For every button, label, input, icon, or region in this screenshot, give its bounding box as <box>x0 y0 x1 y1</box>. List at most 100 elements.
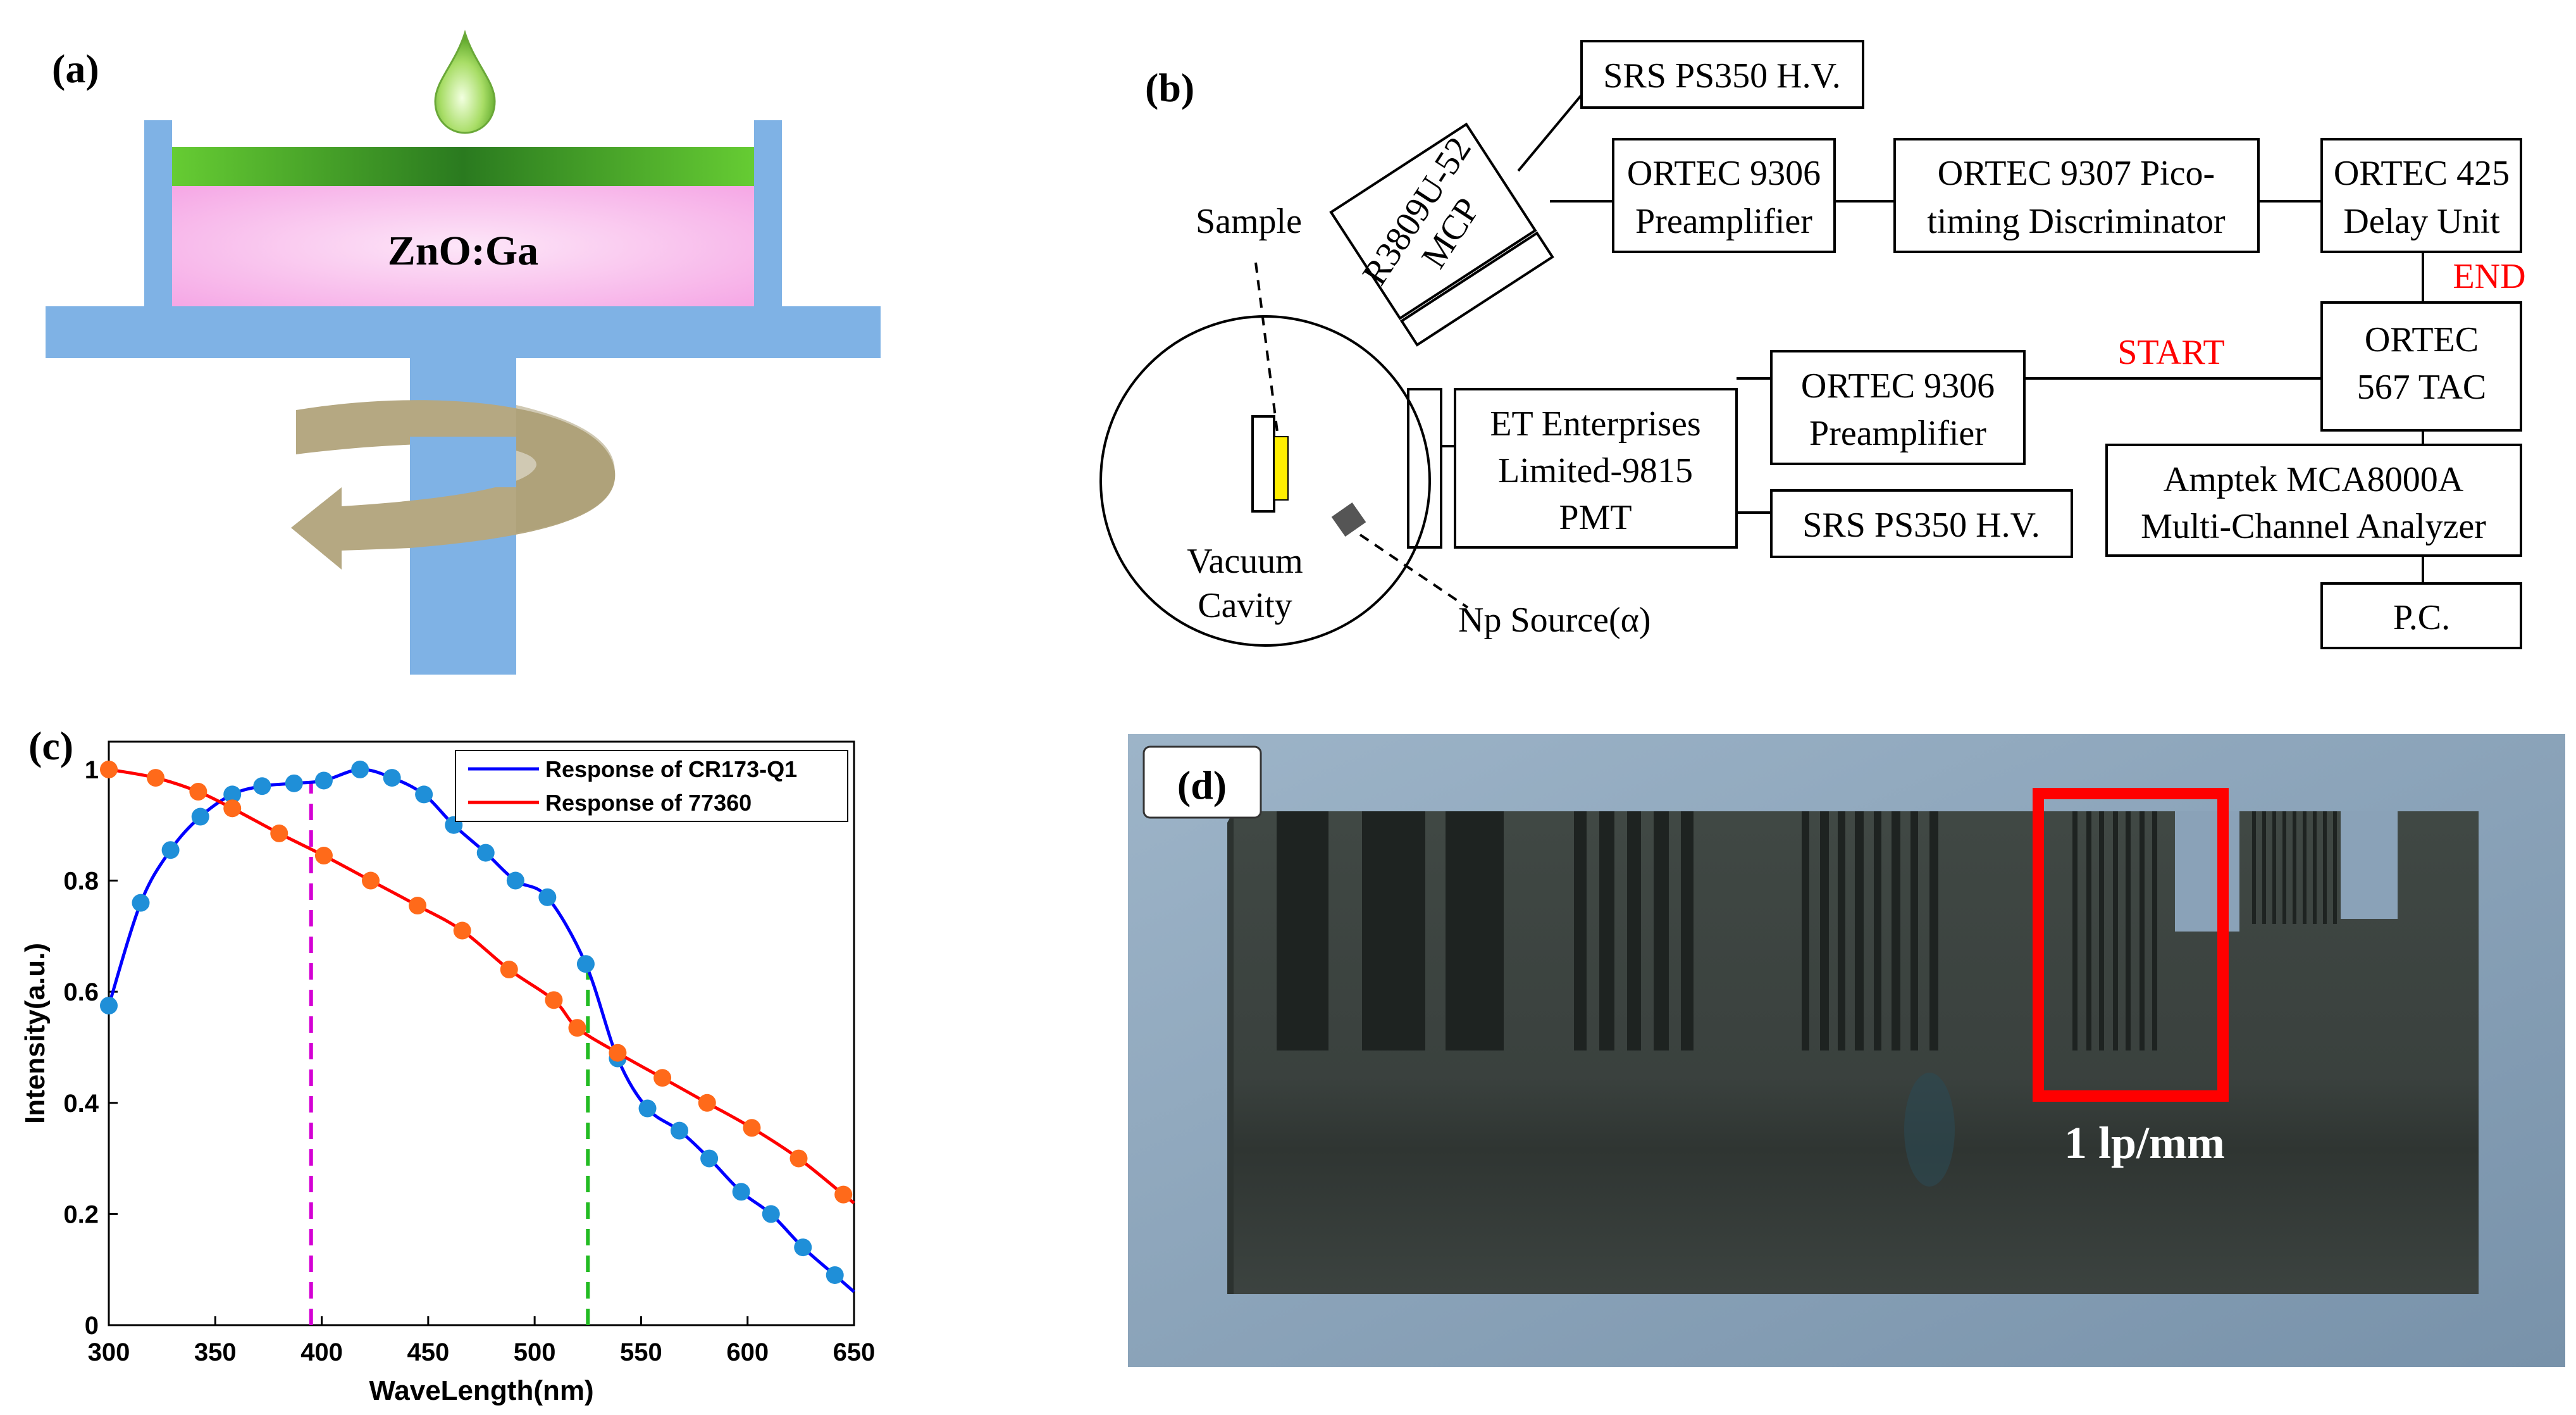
series-1-point-12 <box>609 1044 627 1062</box>
zno-layer <box>172 186 754 306</box>
legend-box <box>455 750 848 822</box>
y-tick-label-3: 0.6 <box>63 978 99 1006</box>
series-0-point-13 <box>506 871 524 890</box>
series-0-point-17 <box>638 1099 657 1118</box>
box-discriminator <box>1893 138 2260 253</box>
series-1-point-3 <box>223 799 242 818</box>
line-pair-teeth <box>1277 811 2398 1050</box>
series-0-point-23 <box>826 1266 844 1284</box>
pc-label: P.C. <box>2393 598 2450 637</box>
source-leader <box>1359 533 1469 609</box>
series-0-point-5 <box>253 777 271 795</box>
right-wall <box>754 120 782 310</box>
slot-0 <box>1277 811 1328 1050</box>
series-1-point-2 <box>189 783 207 801</box>
series-1-point-0 <box>100 760 118 778</box>
x-tick-label-3: 450 <box>407 1338 449 1366</box>
series-1-point-13 <box>653 1069 672 1087</box>
series-1-point-14 <box>698 1094 716 1112</box>
series-0-point-0 <box>100 997 118 1015</box>
series-0-point-20 <box>732 1183 750 1201</box>
x-tick-label-2: 400 <box>300 1338 343 1366</box>
series-1-point-11 <box>568 1019 586 1037</box>
zno-label: ZnO:Ga <box>388 228 538 274</box>
series-0-point-14 <box>538 888 557 906</box>
series-1-point-5 <box>314 847 333 865</box>
series-0-point-9 <box>383 769 401 787</box>
sample-label: Sample <box>1196 202 1302 241</box>
panel-d-label: (d) <box>1177 763 1227 807</box>
x-tick-label-7: 650 <box>833 1338 876 1366</box>
cavity-line1: Vacuum <box>1187 542 1303 581</box>
pmt-line3: PMT <box>1559 498 1632 537</box>
box-mcp <box>1329 122 1537 320</box>
mca-line2: Multi-Channel Analyzer <box>2141 507 2486 546</box>
sample-leader <box>1254 262 1279 437</box>
preamp1-line1: ORTEC 9306 <box>1627 154 1821 193</box>
series-0-point-3 <box>191 807 209 826</box>
y-axis-label: Intensity(a.u.) <box>20 943 51 1124</box>
block-edge <box>1227 811 1234 1294</box>
slot-11 <box>1855 811 1864 1050</box>
start-label: START <box>2117 333 2225 372</box>
box-tac <box>2320 301 2522 432</box>
plot-frame <box>108 740 855 1326</box>
series-0-point-2 <box>161 841 180 859</box>
source-label: Np Source(α) <box>1458 601 1651 640</box>
pmt-line1: ET Enterprises <box>1490 404 1700 444</box>
series-1-point-9 <box>500 961 518 979</box>
series-1-point-17 <box>834 1185 853 1204</box>
highlight-box <box>2033 788 2229 1102</box>
panel-a-label: (a) <box>52 46 99 91</box>
slot-26 <box>2282 811 2286 924</box>
preamp1-line2: Preamplifier <box>1635 202 1812 241</box>
tac-line1: ORTEC <box>2365 320 2479 359</box>
green-film <box>172 147 754 186</box>
series-1-point-15 <box>743 1119 761 1137</box>
box-pmt <box>1454 388 1738 549</box>
slot-8 <box>1802 811 1809 1050</box>
series-0-point-19 <box>700 1149 719 1168</box>
y-tick-label-4: 0.8 <box>63 868 99 895</box>
series-0-point-4 <box>223 785 242 804</box>
legend-label-1: Response of 77360 <box>545 790 752 816</box>
slot-10 <box>1838 811 1845 1050</box>
series-1-point-7 <box>409 897 427 915</box>
test-pattern-block <box>1227 811 2479 1294</box>
series-1-point-4 <box>270 824 288 842</box>
legend-label-0: Response of CR173-Q1 <box>545 756 797 782</box>
slot-5 <box>1627 811 1641 1050</box>
panel-c-label: (c) <box>28 723 73 768</box>
pmt-line2: Limited-9815 <box>1498 451 1693 490</box>
box-preamp-1 <box>1612 138 1836 253</box>
slot-16 <box>2072 811 2078 1050</box>
x-tick-label-1: 350 <box>194 1338 237 1366</box>
series-1-point-6 <box>361 871 380 890</box>
delay-line1: ORTEC 425 <box>2334 154 2510 193</box>
slot-1 <box>1362 811 1425 1050</box>
block-stain <box>1904 1073 1955 1187</box>
slot-13 <box>1892 811 1900 1050</box>
slot-18 <box>2099 811 2104 1050</box>
series-1-point-10 <box>545 991 563 1009</box>
series-0-point-18 <box>671 1121 689 1140</box>
preamp2-line2: Preamplifier <box>1809 414 1986 453</box>
reference-lines <box>309 782 590 1325</box>
legend: Response of CR173-Q1 Response of 77360 <box>455 750 848 822</box>
x-tick-label-4: 500 <box>514 1338 556 1366</box>
y-tick-label-0: 0 <box>85 1312 99 1340</box>
slot-14 <box>1910 811 1918 1050</box>
series-0-point-1 <box>132 894 150 912</box>
slot-28 <box>2303 811 2307 924</box>
box-pc <box>2320 582 2522 649</box>
panel-b: (b) <box>1099 40 2526 649</box>
x-axis-label: WaveLength(nm) <box>369 1375 593 1406</box>
slot-4 <box>1599 811 1614 1050</box>
hv-top-label: SRS PS350 H.V. <box>1603 56 1841 96</box>
series-0-point-22 <box>794 1238 812 1257</box>
slot-9 <box>1820 811 1829 1050</box>
slot-23 <box>2252 811 2256 924</box>
